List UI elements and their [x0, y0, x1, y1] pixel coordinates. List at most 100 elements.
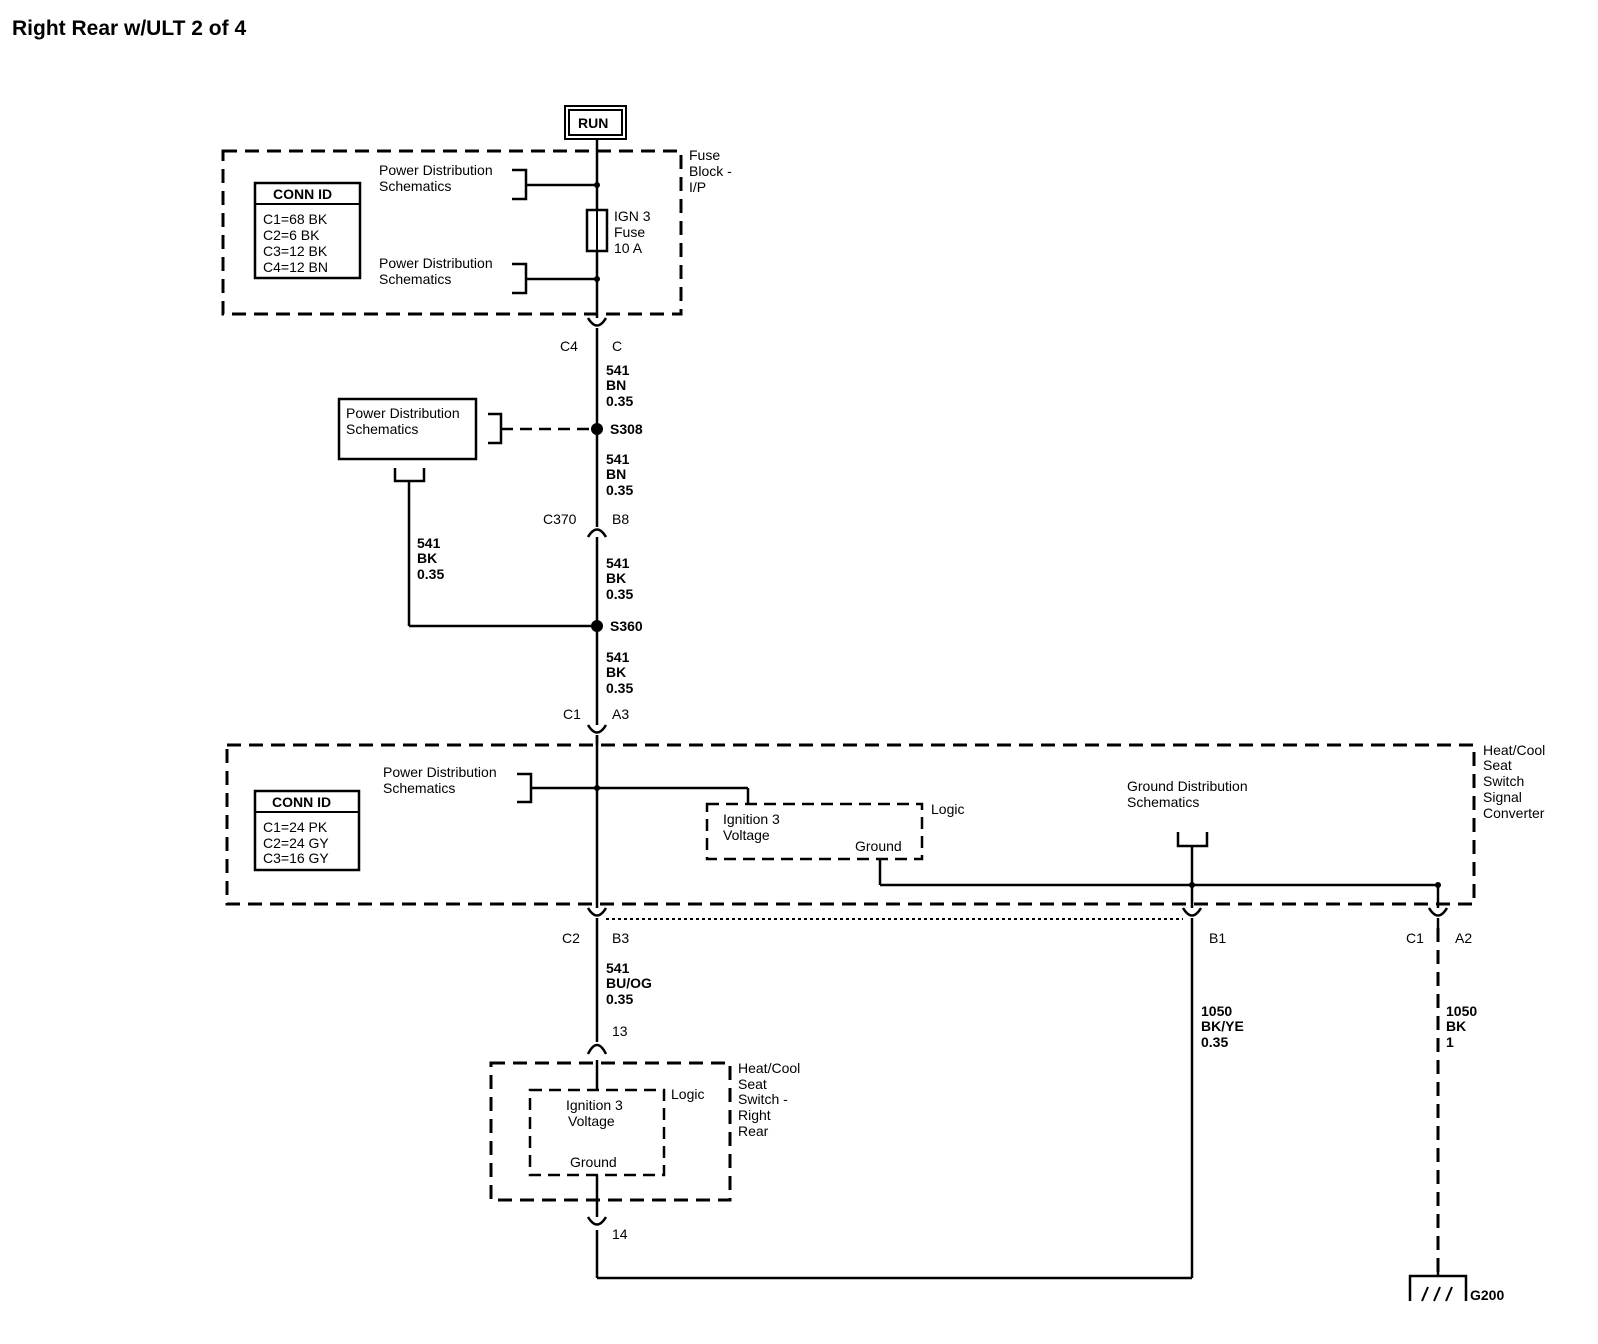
svg-text:Schematics: Schematics: [346, 421, 418, 437]
connector-label: C1: [1406, 930, 1424, 946]
svg-text:541: 541: [606, 555, 630, 571]
svg-text:BK: BK: [417, 550, 437, 566]
svg-text:0.35: 0.35: [1201, 1034, 1228, 1050]
conn-id-row: C4=12 BN: [263, 259, 328, 275]
svg-text:0.35: 0.35: [606, 586, 633, 602]
wire-label: 541 BK 0.35: [606, 555, 633, 602]
fuse-block-name-3: I/P: [689, 179, 706, 195]
conn-id-row: C2=6 BK: [263, 227, 320, 243]
connector-c4: C4 C: [560, 317, 622, 354]
switch-connector-13: 13: [586, 1023, 628, 1055]
conn-id-row: C2=24 GY: [263, 835, 329, 851]
connector-pin: 13: [612, 1023, 628, 1039]
wire-label: 541 BN 0.35: [606, 362, 633, 409]
fuse-block-ip: Fuse Block - I/P CONN ID C1=68 BK C2=6 B…: [221, 147, 732, 316]
connector-b1: B1: [1181, 907, 1226, 946]
conn-id-row: C3=12 BK: [263, 243, 328, 259]
svg-text:0.35: 0.35: [606, 991, 633, 1007]
svg-text:BU/OG: BU/OG: [606, 975, 652, 991]
logic-ign3-label: Voltage: [723, 827, 770, 843]
signal-converter-module: Heat/Cool Seat Switch Signal Converter C…: [225, 742, 1545, 908]
ground-g200: G200: [1408, 1272, 1504, 1303]
connector-c1-a3: C1 A3: [563, 706, 629, 745]
converter-name: Heat/Cool: [1483, 742, 1545, 758]
connector-pin: C: [612, 338, 622, 354]
connector-pin: A3: [612, 706, 629, 722]
svg-text:0.35: 0.35: [417, 566, 444, 582]
converter-name: Switch: [1483, 773, 1524, 789]
conn-id-title: CONN ID: [273, 186, 332, 202]
power-distribution-ref: Power Distribution: [383, 764, 497, 780]
wire-label: 541 BK 0.35: [417, 535, 444, 582]
logic-label: Logic: [671, 1086, 704, 1102]
conn-id-row: C1=68 BK: [263, 211, 328, 227]
svg-text:BN: BN: [606, 466, 626, 482]
svg-text:541: 541: [417, 535, 441, 551]
ground-label: G200: [1470, 1287, 1504, 1303]
conn-id-title: CONN ID: [272, 794, 331, 810]
svg-text:BK/YE: BK/YE: [1201, 1018, 1244, 1034]
svg-text:BK: BK: [1446, 1018, 1466, 1034]
wire-label: 541 BU/OG 0.35: [606, 960, 652, 1007]
connector-c2-b3: C2 B3: [562, 907, 629, 946]
logic-ground-label: Ground: [570, 1154, 617, 1170]
svg-text:541: 541: [606, 649, 630, 665]
connector-label: C370: [543, 511, 577, 527]
switch-name: Heat/Cool: [738, 1060, 800, 1076]
connector-label: C4: [560, 338, 578, 354]
svg-text:0.35: 0.35: [606, 482, 633, 498]
conn-id-row: C1=24 PK: [263, 819, 328, 835]
reference-bracket: [488, 412, 503, 445]
power-distribution-box: Power Distribution Schematics: [337, 397, 597, 628]
svg-text:1: 1: [1446, 1034, 1454, 1050]
power-distribution-ref: Power Distribution: [379, 162, 493, 178]
fuse-block-name-2: Block -: [689, 163, 732, 179]
svg-text:541: 541: [606, 960, 630, 976]
svg-text:BK: BK: [606, 570, 626, 586]
ground-distribution-ref: Schematics: [1127, 794, 1199, 810]
connector-pin: 14: [612, 1226, 628, 1242]
seat-switch-right-rear: Heat/Cool Seat Switch - Right Rear Logic…: [489, 1060, 800, 1202]
svg-text:1050: 1050: [1201, 1003, 1232, 1019]
switch-name: Right: [738, 1107, 771, 1123]
run-power-source: RUN: [564, 105, 627, 140]
connector-c1-a2: C1 A2: [1406, 907, 1472, 946]
converter-conn-id-table: CONN ID C1=24 PK C2=24 GY C3=16 GY: [253, 789, 361, 872]
logic-ign3-label: Ignition 3: [566, 1097, 623, 1113]
fuse-block-name-1: Fuse: [689, 147, 720, 163]
logic-ign3-label: Voltage: [568, 1113, 615, 1129]
reference-bracket: [512, 168, 528, 201]
converter-name: Signal: [1483, 789, 1522, 805]
ground-distribution-ref: Ground Distribution: [1127, 778, 1248, 794]
logic-ign3-label: Ignition 3: [723, 811, 780, 827]
logic-label: Logic: [931, 801, 964, 817]
connector-label: C2: [562, 930, 580, 946]
run-label: RUN: [578, 115, 608, 131]
fuse-block-conn-id-table: CONN ID C1=68 BK C2=6 BK C3=12 BK C4=12 …: [253, 181, 362, 280]
logic-ground-label: Ground: [855, 838, 902, 854]
connector-label: C1: [563, 706, 581, 722]
wire-label: 541 BN 0.35: [606, 451, 633, 498]
splice-label: S360: [610, 618, 643, 634]
converter-name: Seat: [1483, 757, 1512, 773]
reference-bracket: [517, 772, 533, 804]
fuse-label: 10 A: [614, 240, 643, 256]
wire-label: 1050 BK/YE 0.35: [1201, 1003, 1244, 1050]
switch-name: Rear: [738, 1123, 769, 1139]
power-distribution-ref: Schematics: [379, 271, 451, 287]
connector-pin: A2: [1455, 930, 1472, 946]
converter-name: Converter: [1483, 805, 1545, 821]
connector-c370: C370 B8: [543, 511, 629, 538]
power-distribution-ref: Schematics: [379, 178, 451, 194]
svg-text:541: 541: [606, 362, 630, 378]
fuse-label: IGN 3: [614, 208, 651, 224]
reference-bracket: [1176, 832, 1209, 848]
switch-connector-14: 14: [586, 1216, 628, 1242]
reference-bracket: [512, 262, 528, 295]
conn-id-row: C3=16 GY: [263, 850, 329, 866]
connector-pin: B1: [1209, 930, 1226, 946]
connector-pin: B3: [612, 930, 629, 946]
svg-text:Power Distribution: Power Distribution: [346, 405, 460, 421]
switch-name: Seat: [738, 1076, 767, 1092]
